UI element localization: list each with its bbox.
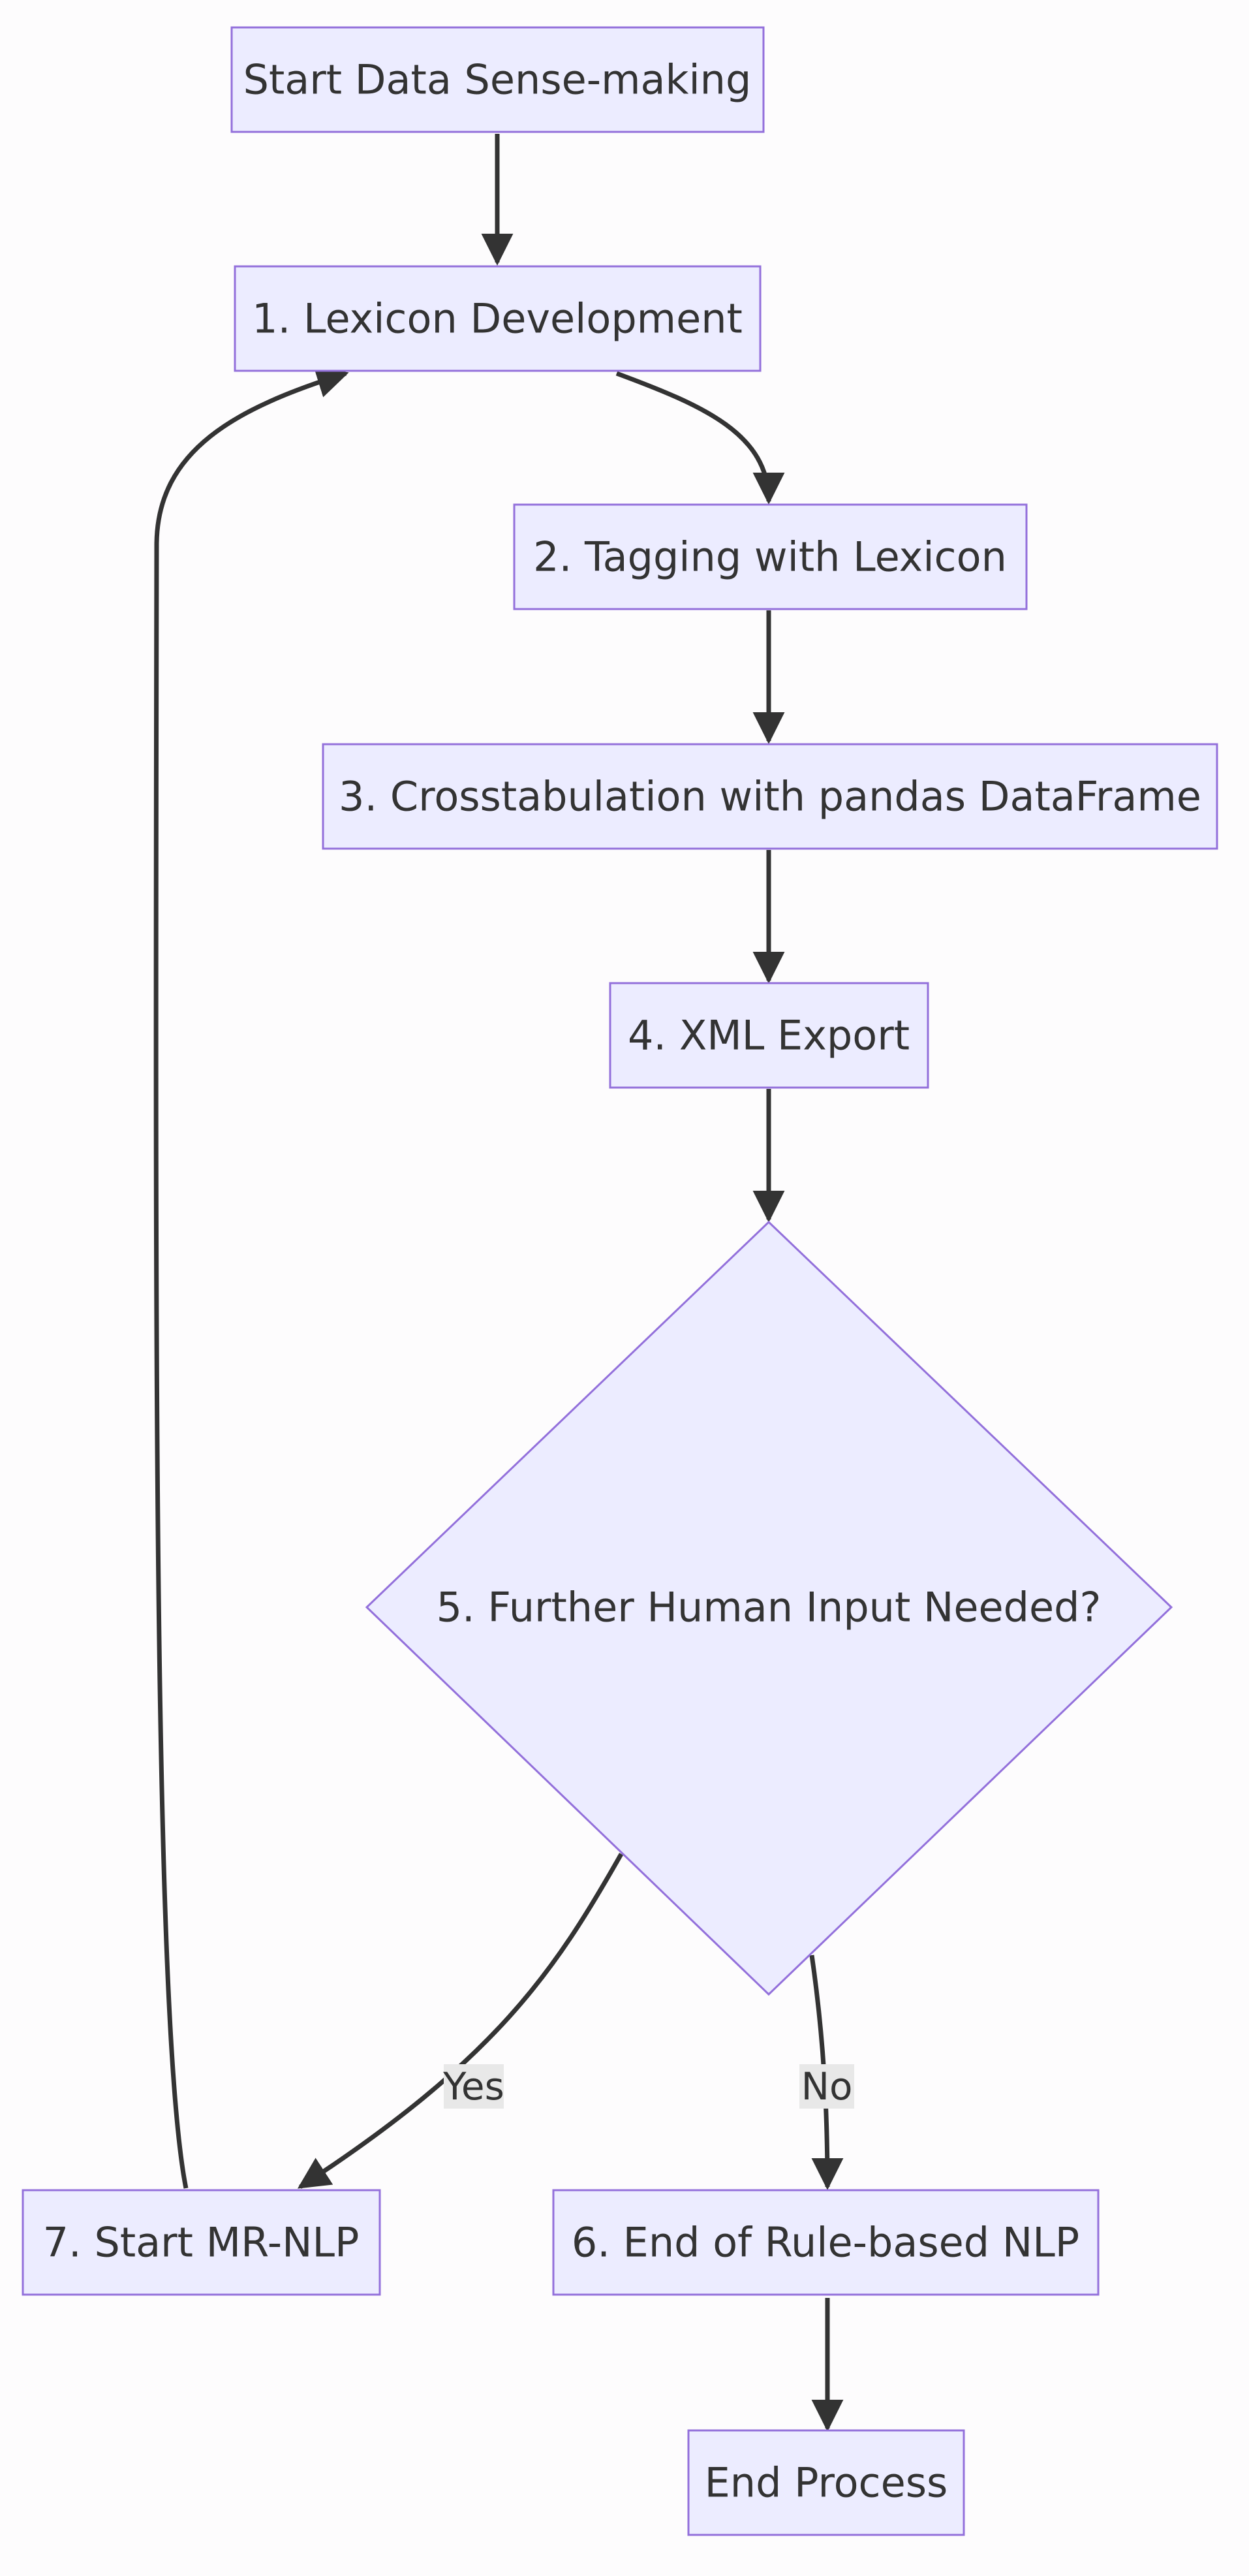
node-tagging-with-lexicon-label: 2. Tagging with Lexicon: [533, 533, 1007, 581]
node-lexicon-development-label: 1. Lexicon Development: [252, 295, 743, 343]
edge-mrnlp-loop-to-lexicon: [153, 366, 349, 2189]
node-xml-export-label: 4. XML Export: [628, 1012, 910, 1060]
edges: [153, 134, 844, 2432]
node-tagging-with-lexicon: 2. Tagging with Lexicon: [513, 503, 1028, 610]
node-end-rule-based-nlp: 6. End of Rule-based NLP: [552, 2189, 1100, 2296]
node-crosstabulation-label: 3. Crosstabulation with pandas DataFrame: [339, 773, 1201, 821]
node-start: Start Data Sense-making: [230, 26, 765, 133]
edge-label-no: No: [799, 2064, 854, 2109]
node-start-mr-nlp: 7. Start MR-NLP: [22, 2189, 381, 2296]
node-decision-human-input-label: 5. Further Human Input Needed?: [437, 1584, 1102, 1631]
node-lexicon-development: 1. Lexicon Development: [234, 265, 762, 372]
edge-label-no-text: No: [801, 2064, 853, 2109]
edge-decision-to-mrnlp-yes: [297, 1853, 624, 2189]
node-end-process: End Process: [687, 2429, 965, 2536]
node-crosstabulation: 3. Crosstabulation with pandas DataFrame: [322, 743, 1218, 850]
node-end-process-label: End Process: [705, 2459, 948, 2507]
node-start-label: Start Data Sense-making: [243, 56, 752, 104]
edge-label-yes: Yes: [442, 2064, 504, 2109]
node-start-mr-nlp-label: 7. Start MR-NLP: [43, 2219, 360, 2267]
node-xml-export: 4. XML Export: [609, 982, 929, 1089]
edge-label-yes-text: Yes: [442, 2064, 504, 2109]
edge-lexicon-to-tagging: [615, 371, 785, 505]
node-end-rule-based-nlp-label: 6. End of Rule-based NLP: [572, 2219, 1079, 2267]
node-decision-human-input: 5. Further Human Input Needed?: [365, 1220, 1173, 1996]
